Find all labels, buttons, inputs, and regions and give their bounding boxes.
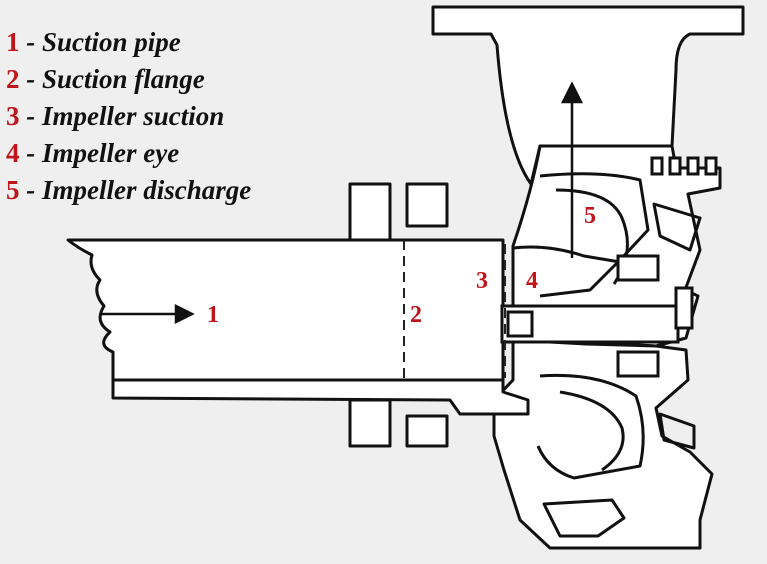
marker-impeller-discharge: 5 <box>584 203 596 229</box>
legend-item: 1 - Suction pipe <box>6 24 251 61</box>
volute-rib-lower <box>658 412 696 450</box>
casing-stud-upper <box>674 286 694 330</box>
impeller-lower-shroud <box>536 373 645 480</box>
impeller-upper-shroud <box>539 172 650 298</box>
legend-label: - Impeller suction <box>26 101 225 131</box>
bearing-slot-4 <box>704 156 718 176</box>
legend-item: 4 - Impeller eye <box>6 135 251 172</box>
wear-ring-upper <box>616 254 660 282</box>
volute-rib <box>652 202 702 252</box>
volute-casing-lower <box>492 338 714 550</box>
flange-bolt-bottom-right <box>405 414 449 448</box>
legend-item: 2 - Suction flange <box>6 61 251 98</box>
marker-impeller-suction: 3 <box>476 268 488 294</box>
bearing-slot-3 <box>686 156 700 176</box>
wear-ring-lower <box>616 350 660 378</box>
legend: 1 - Suction pipe 2 - Suction flange 3 - … <box>6 24 251 209</box>
marker-impeller-eye: 4 <box>526 268 538 294</box>
inner-passage-upper <box>512 245 621 264</box>
legend-number: 2 <box>6 64 20 94</box>
legend-item: 3 - Impeller suction <box>6 98 251 135</box>
flow-arrow-suction-head <box>174 303 195 325</box>
marker-suction-flange: 2 <box>410 302 422 328</box>
legend-number: 4 <box>6 138 20 168</box>
bearing-slot-2 <box>668 156 682 176</box>
flange-bolt-top-right <box>405 182 449 228</box>
flow-arrow-discharge-head <box>560 81 584 104</box>
bearing-slot-1 <box>650 156 664 176</box>
outer-casing-bottom <box>542 498 626 538</box>
flange-bolt-bottom-left <box>348 398 392 448</box>
legend-number: 5 <box>6 175 20 205</box>
legend-label: - Impeller eye <box>26 138 180 168</box>
flange-bolt-top-left <box>348 182 392 242</box>
legend-label: - Impeller discharge <box>26 175 252 205</box>
lower-casing <box>111 378 530 416</box>
impeller-lower-blade <box>559 390 625 472</box>
legend-number: 1 <box>6 27 20 57</box>
shaft-sleeve <box>506 310 534 338</box>
legend-label: - Suction pipe <box>26 27 181 57</box>
legend-item: 5 - Impeller discharge <box>6 172 251 209</box>
legend-label: - Suction flange <box>26 64 205 94</box>
marker-suction-pipe: 1 <box>207 302 219 328</box>
suction-pipe <box>66 238 505 382</box>
legend-number: 3 <box>6 101 20 131</box>
volute-casing-upper <box>511 144 722 348</box>
